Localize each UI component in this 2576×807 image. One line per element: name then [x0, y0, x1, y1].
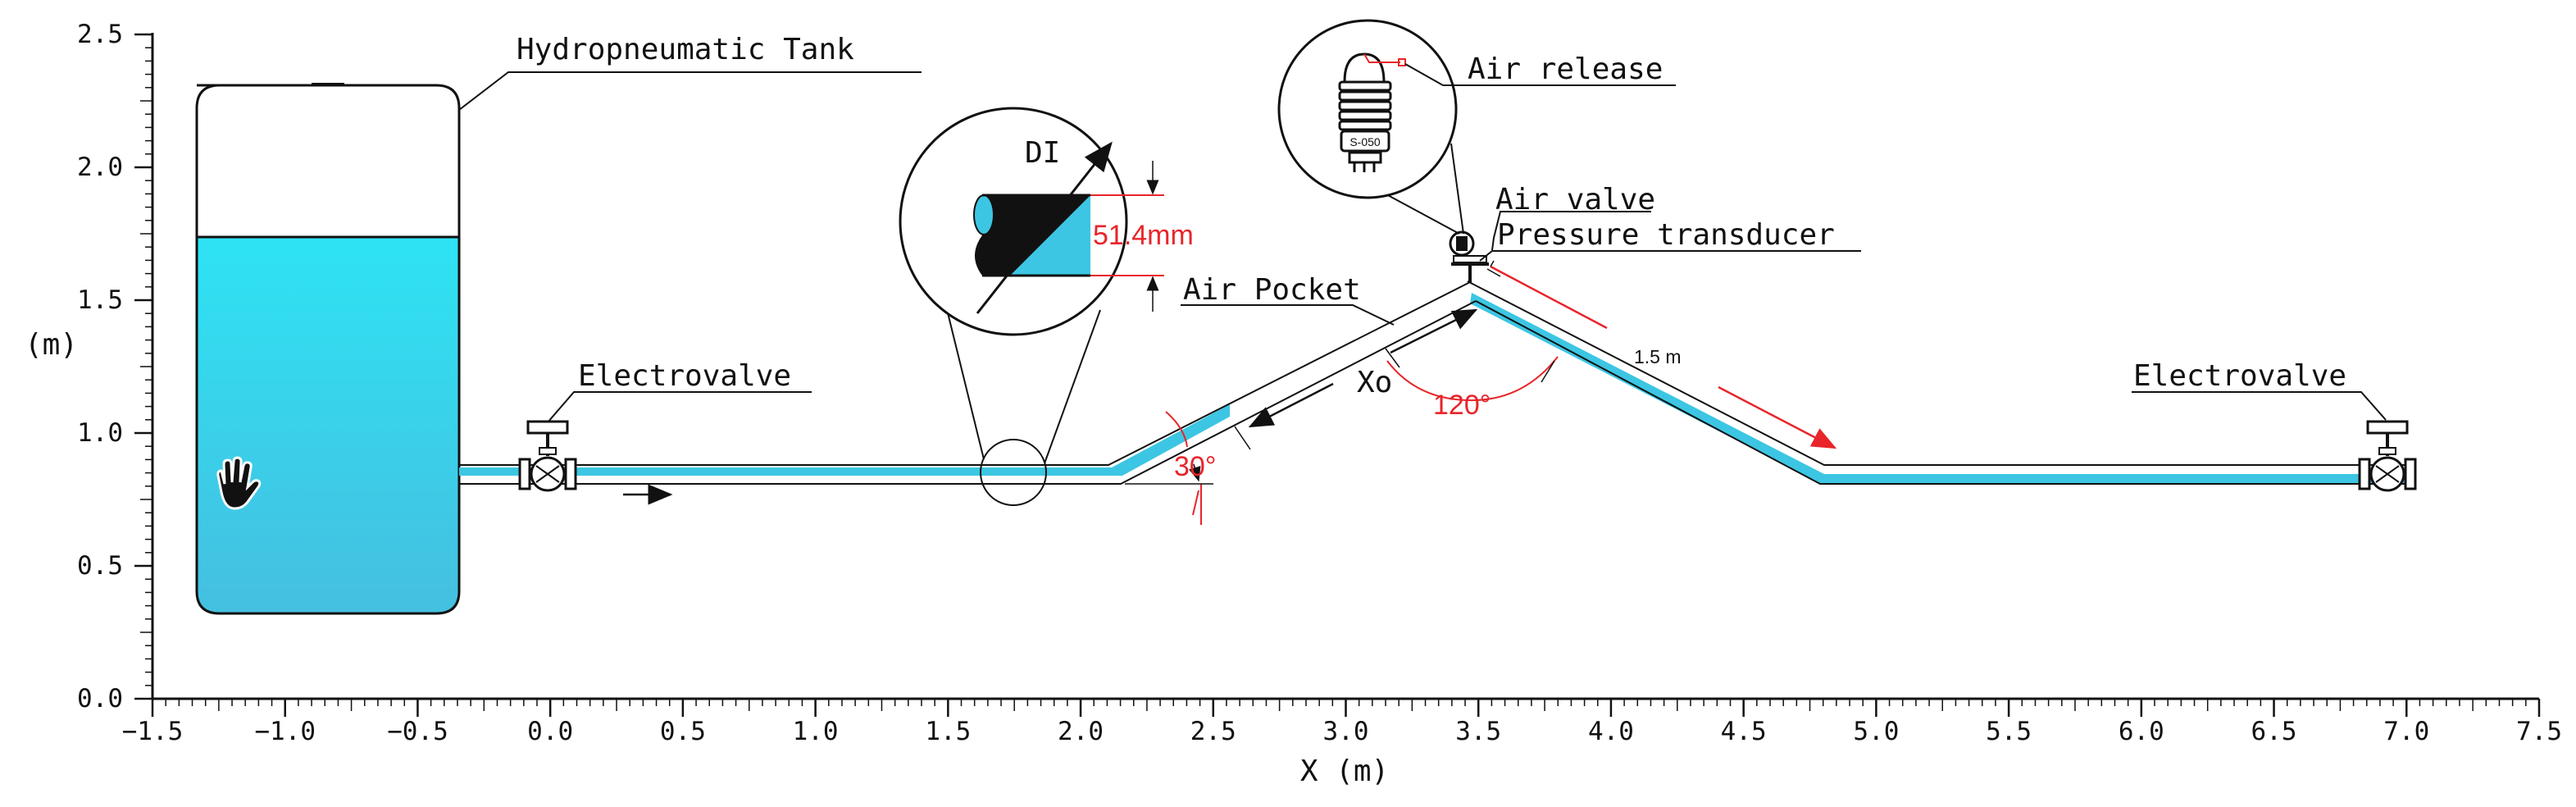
y-tick-label: 0.5	[77, 551, 123, 581]
x-tick-label: 6.5	[2251, 717, 2297, 746]
di-label: DI	[1025, 136, 1060, 170]
x-tick-label: 7.0	[2383, 717, 2429, 746]
x-tick-label: 2.0	[1058, 717, 1104, 746]
air-release-label: Air release	[1468, 52, 1663, 86]
hydropneumatic-tank: Hydropneumatic Tank	[195, 33, 922, 615]
electrovalve-right-label: Electrovalve	[2133, 359, 2346, 393]
length-label: 1.5 m	[1634, 346, 1682, 367]
x-tick-label: 5.0	[1853, 717, 1899, 746]
air-pocket-label: Air Pocket	[1183, 273, 1361, 307]
tank-label: Hydropneumatic Tank	[517, 33, 854, 66]
x-tick-label: 6.0	[2119, 717, 2164, 746]
x-ticks: −1.5 −1.0 −0.5 0.0 0.5 1.0 1.5 2.0 2.5 3.0 3.5 4.0 4…	[122, 699, 2562, 746]
air-pocket-annotation: Air Pocket Xo	[1181, 273, 1478, 450]
y-tick-label: 1.0	[77, 418, 123, 448]
air-valve-assembly: Air valve Pressure transducer	[1449, 183, 1861, 281]
air-release-detail: S-050 Air release	[1277, 19, 1676, 235]
hand-icon	[216, 456, 262, 510]
electrovalve-left	[518, 420, 577, 492]
angle-120-label: 120°	[1433, 390, 1491, 421]
x-tick-label: 3.5	[1455, 717, 1501, 746]
y-tick-label: 2.5	[77, 20, 123, 49]
x-tick-label: 0.5	[660, 717, 706, 746]
x-tick-label: 5.5	[1986, 717, 2032, 746]
electrovalve-right	[2358, 420, 2417, 492]
y-tick-label: 1.5	[77, 285, 123, 315]
xo-label: Xo	[1357, 366, 1392, 399]
y-ticks: 0.0 0.5 1.0 1.5 2.0 2.5	[77, 20, 152, 714]
axes: −1.5 −1.0 −0.5 0.0 0.5 1.0 1.5 2.0 2.5 3.0 3.5 4.0 4…	[25, 20, 2562, 788]
length-dimension: 1.5 m	[1490, 260, 1837, 449]
x-tick-label: 1.0	[793, 717, 839, 746]
x-tick-label: 1.5	[925, 717, 971, 746]
x-tick-label: −1.5	[122, 717, 184, 746]
angle-120: 120°	[1386, 356, 1559, 421]
angle-30: 30°	[1125, 411, 1216, 525]
x-tick-label: −0.5	[387, 717, 448, 746]
x-tick-label: 3.0	[1323, 717, 1369, 746]
diameter-label: 51.4mm	[1093, 220, 1194, 251]
x-tick-label: 4.0	[1588, 717, 1634, 746]
di-detail: DI 51.4mm	[899, 107, 1194, 506]
x-axis-label: X (m)	[1300, 755, 1389, 788]
x-tick-label: 4.5	[1721, 717, 1767, 746]
valve-model-label: S-050	[1349, 135, 1381, 148]
air-valve-label: Air valve	[1495, 183, 1655, 217]
electrovalve-left-label: Electrovalve	[578, 359, 791, 393]
x-tick-label: 2.5	[1190, 717, 1236, 746]
x-tick-label: 0.0	[527, 717, 573, 746]
tank-water	[195, 235, 461, 615]
angle-30-label: 30°	[1174, 451, 1216, 482]
pressure-transducer-label: Pressure transducer	[1497, 218, 1835, 252]
x-tick-label: −1.0	[254, 717, 316, 746]
x-tick-label: 7.5	[2516, 717, 2562, 746]
y-tick-label: 2.0	[77, 153, 123, 182]
y-tick-label: 0.0	[77, 684, 123, 714]
y-axis-label: (m)	[25, 328, 78, 362]
